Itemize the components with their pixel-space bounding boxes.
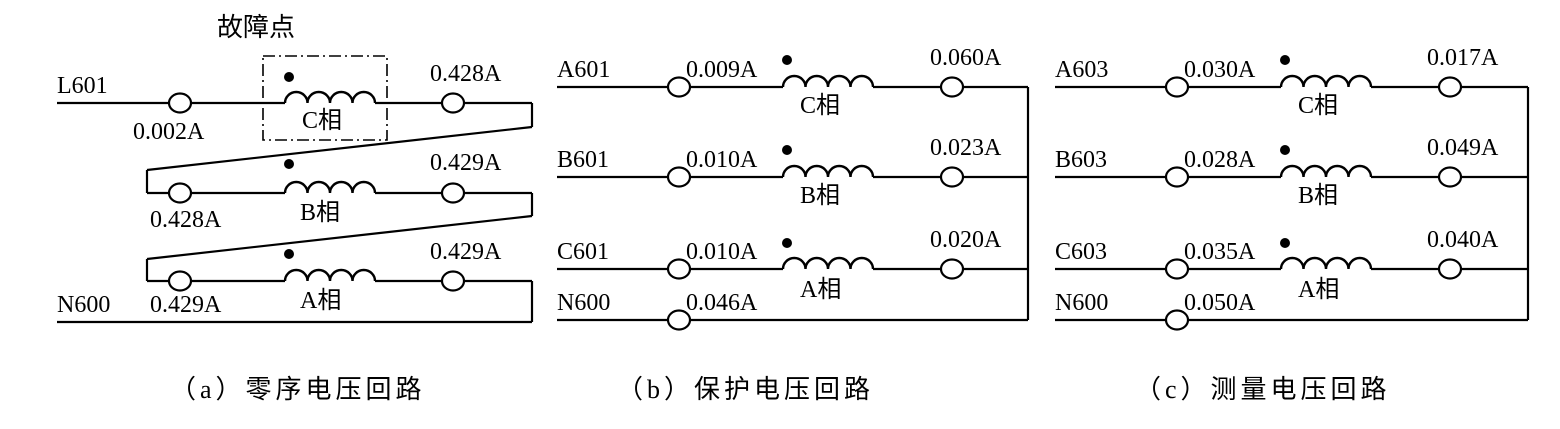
wire-zigzag-1 bbox=[146, 125, 533, 172]
current-label: 0.429A bbox=[150, 292, 222, 318]
caption-b: （b）保护电压回路 bbox=[617, 375, 874, 404]
coil-a bbox=[1279, 256, 1373, 270]
ammeter-a-in bbox=[167, 270, 193, 292]
current-label: 0.429A bbox=[430, 239, 502, 265]
polarity-dot-c bbox=[782, 55, 792, 65]
current-label: 0.050A bbox=[1184, 290, 1256, 316]
phase-label-b: B相 bbox=[1298, 182, 1338, 209]
coil-c bbox=[1279, 74, 1373, 88]
ammeter-c-out bbox=[939, 76, 965, 98]
terminal-label: A603 bbox=[1055, 57, 1108, 83]
phase-label-c: C相 bbox=[302, 107, 342, 134]
coil-b bbox=[1279, 164, 1373, 178]
panel-a: 故障点 L601 N600 0.002A 0.428A C相 0.428A 0.… bbox=[57, 13, 534, 404]
ammeter-b-out bbox=[440, 182, 466, 204]
ammeter-c-out bbox=[1437, 76, 1463, 98]
current-label: 0.428A bbox=[150, 207, 222, 233]
current-label: 0.017A bbox=[1427, 45, 1499, 71]
current-label: 0.049A bbox=[1427, 135, 1499, 161]
caption-c: （c）测量电压回路 bbox=[1135, 375, 1391, 404]
panel-b: A601 0.009A 0.060A C相 B601 0.010A 0.023A… bbox=[557, 45, 1030, 404]
current-label: 0.040A bbox=[1427, 227, 1499, 253]
ammeter-a-out bbox=[1437, 258, 1463, 280]
coil-b bbox=[781, 164, 875, 178]
ammeter-a603 bbox=[1164, 76, 1190, 98]
polarity-dot-a bbox=[1280, 238, 1290, 248]
phase-label-a: A相 bbox=[800, 276, 841, 303]
coil-c bbox=[781, 74, 875, 88]
current-label: 0.020A bbox=[930, 227, 1002, 253]
ammeter-c-out bbox=[440, 92, 466, 114]
current-label: 0.046A bbox=[686, 290, 758, 316]
coil-a bbox=[283, 268, 377, 282]
current-label: 0.060A bbox=[930, 45, 1002, 71]
current-label: 0.010A bbox=[686, 147, 758, 173]
current-label: 0.010A bbox=[686, 239, 758, 265]
terminal-label: N600 bbox=[557, 290, 610, 316]
current-label: 0.023A bbox=[930, 135, 1002, 161]
polarity-dot-b bbox=[1280, 145, 1290, 155]
ammeter-c603 bbox=[1164, 258, 1190, 280]
phase-label-c: C相 bbox=[800, 92, 840, 119]
phase-label-c: C相 bbox=[1298, 92, 1338, 119]
current-label: 0.028A bbox=[1184, 147, 1256, 173]
ammeter-b-out bbox=[1437, 166, 1463, 188]
terminal-label: C603 bbox=[1055, 239, 1107, 265]
fault-point-box bbox=[262, 55, 388, 141]
ammeter-b-in bbox=[167, 182, 193, 204]
wire-zigzag-2 bbox=[146, 214, 533, 261]
ammeter-a-out bbox=[440, 270, 466, 292]
polarity-dot-b bbox=[284, 159, 294, 169]
current-label: 0.035A bbox=[1184, 239, 1256, 265]
coil-a bbox=[781, 256, 875, 270]
ammeter-c601 bbox=[666, 258, 692, 280]
ammeter-n600 bbox=[1164, 309, 1190, 331]
polarity-dot-a bbox=[284, 249, 294, 259]
terminal-label: B601 bbox=[557, 147, 609, 173]
fault-point-label: 故障点 bbox=[217, 13, 295, 42]
current-label: 0.009A bbox=[686, 57, 758, 83]
ammeter-c-in bbox=[167, 92, 193, 114]
line-label-l601: L601 bbox=[57, 73, 108, 99]
ammeter-a-out bbox=[939, 258, 965, 280]
current-label: 0.030A bbox=[1184, 57, 1256, 83]
phase-label-b: B相 bbox=[300, 199, 340, 226]
polarity-dot-c bbox=[284, 72, 294, 82]
ammeter-b603 bbox=[1164, 166, 1190, 188]
current-label: 0.002A bbox=[133, 119, 205, 145]
terminal-label: A601 bbox=[557, 57, 610, 83]
ammeter-n600 bbox=[666, 309, 692, 331]
terminal-label: C601 bbox=[557, 239, 609, 265]
current-label: 0.429A bbox=[430, 150, 502, 176]
phase-label-a: A相 bbox=[300, 287, 341, 314]
coil-c bbox=[283, 90, 377, 104]
terminal-label: N600 bbox=[1055, 290, 1108, 316]
terminal-label: B603 bbox=[1055, 147, 1107, 173]
phase-label-a: A相 bbox=[1298, 276, 1339, 303]
line-label-n600: N600 bbox=[57, 292, 110, 318]
panel-c: A603 0.030A 0.017A C相 B603 0.028A 0.049A… bbox=[1055, 45, 1530, 404]
current-label: 0.428A bbox=[430, 61, 502, 87]
ammeter-b-out bbox=[939, 166, 965, 188]
ammeter-b601 bbox=[666, 166, 692, 188]
polarity-dot-b bbox=[782, 145, 792, 155]
ammeter-a601 bbox=[666, 76, 692, 98]
polarity-dot-c bbox=[1280, 55, 1290, 65]
caption-a: （a）零序电压回路 bbox=[170, 375, 426, 404]
polarity-dot-a bbox=[782, 238, 792, 248]
phase-label-b: B相 bbox=[800, 182, 840, 209]
coil-b bbox=[283, 180, 377, 194]
